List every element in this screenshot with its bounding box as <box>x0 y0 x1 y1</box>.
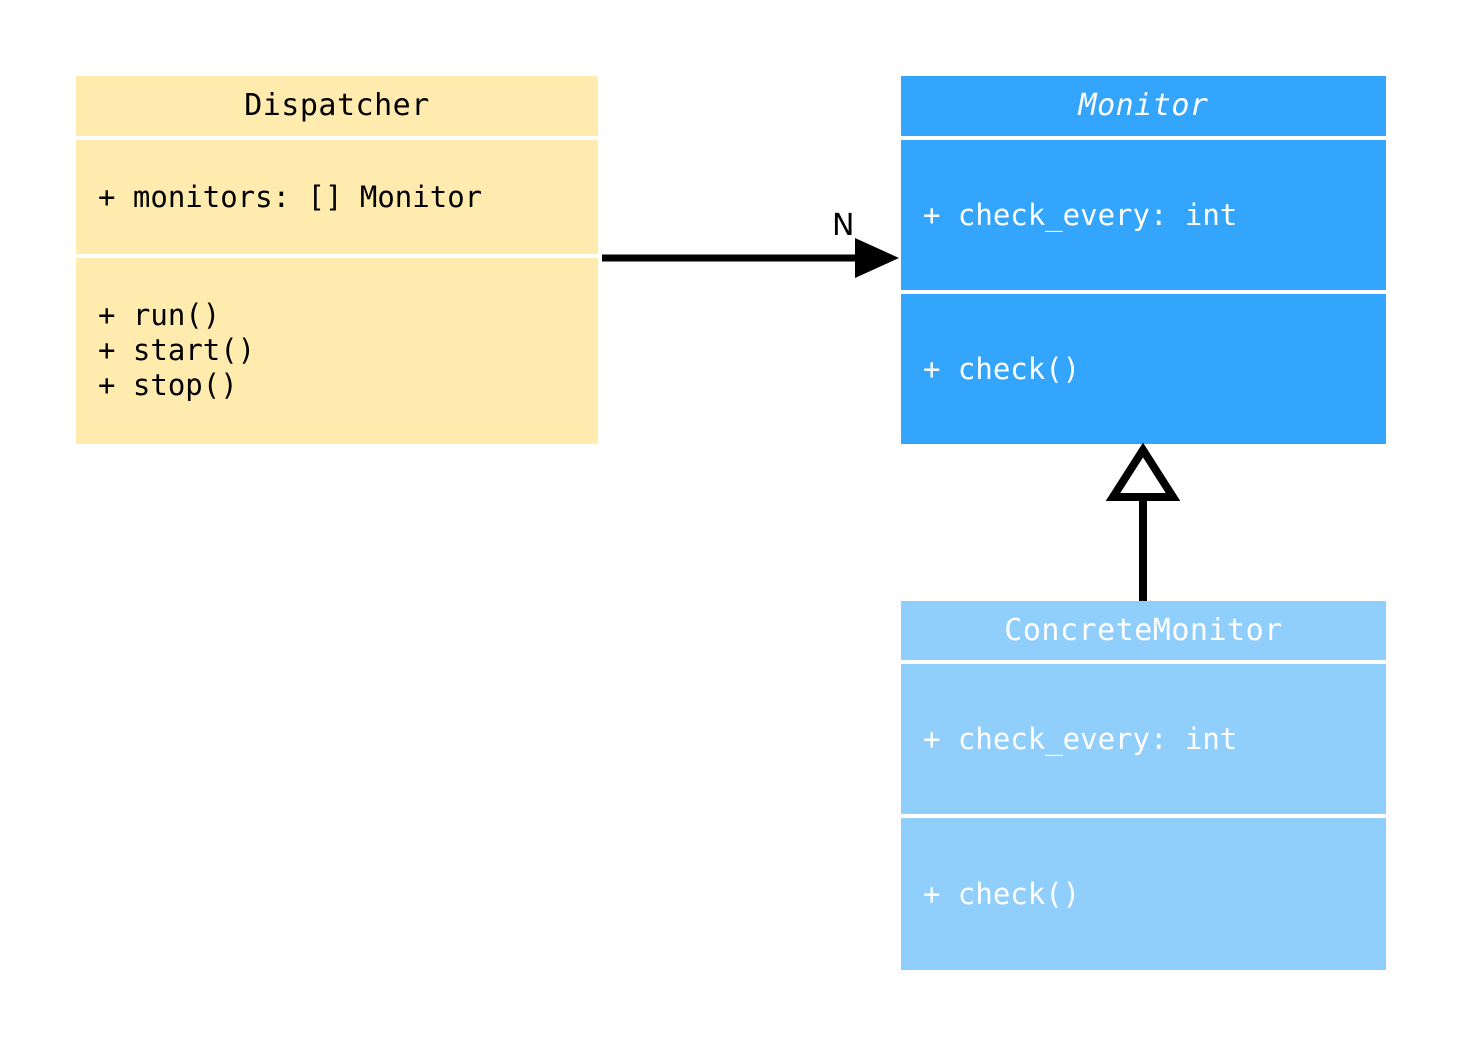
class-attributes-compartment-monitor: + check_every: int <box>901 136 1386 290</box>
class-attributes-compartment-dispatcher: + monitors: [] Monitor <box>76 136 598 254</box>
method-row: + check() <box>923 876 1081 911</box>
class-methods-compartment-concrete-monitor: + check() <box>901 814 1386 970</box>
class-attributes-compartment-concrete-monitor: + check_every: int <box>901 660 1386 814</box>
association-arrowhead-icon <box>855 238 899 278</box>
method-row: + check() <box>923 351 1081 386</box>
association-multiplicity-label: N <box>832 208 855 243</box>
class-box-concrete-monitor[interactable]: ConcreteMonitor + check_every: int + che… <box>901 601 1386 970</box>
method-row: + start() <box>98 333 256 367</box>
method-row: + run() <box>98 298 221 332</box>
generalization-concrete-monitor-to-monitor <box>1105 442 1181 601</box>
class-title-compartment-monitor: Monitor <box>901 76 1386 136</box>
attribute-row: + check_every: int <box>923 721 1238 756</box>
class-methods-compartment-monitor: + check() <box>901 290 1386 444</box>
class-title-compartment-dispatcher: Dispatcher <box>76 76 598 136</box>
class-name-monitor: Monitor <box>1078 88 1209 123</box>
class-box-dispatcher[interactable]: Dispatcher + monitors: [] Monitor + run(… <box>76 76 598 444</box>
class-name-concrete-monitor: ConcreteMonitor <box>1004 612 1283 648</box>
class-name-dispatcher: Dispatcher <box>244 88 430 123</box>
attribute-row: + check_every: int <box>923 197 1238 232</box>
generalization-triangle-icon <box>1105 442 1181 501</box>
class-title-compartment-concrete-monitor: ConcreteMonitor <box>901 601 1386 660</box>
class-methods-compartment-dispatcher: + run() + start() + stop() <box>76 254 598 444</box>
method-row: + stop() <box>98 368 238 402</box>
association-dispatcher-to-monitor <box>602 238 899 278</box>
class-box-monitor[interactable]: Monitor + check_every: int + check() <box>901 76 1386 444</box>
attribute-row: + monitors: [] Monitor <box>98 179 483 214</box>
